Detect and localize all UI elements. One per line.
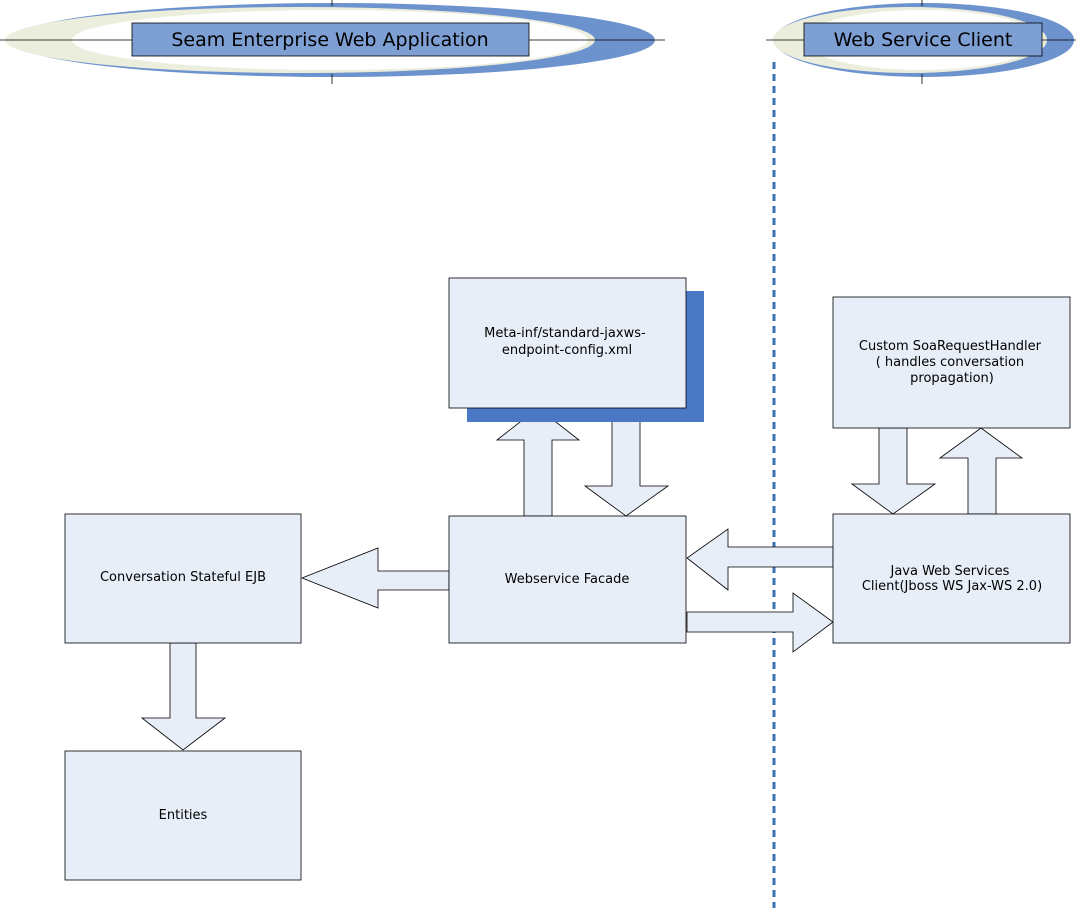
- node-facade-label: Webservice Facade: [505, 572, 630, 587]
- node-client: Java Web Services Client(Jboss WS Jax-WS…: [832, 513, 1071, 644]
- node-ejb-box: [64, 513, 302, 644]
- node-config-line-1: Meta-inf/standard-jaxws-: [484, 326, 646, 341]
- node-entities-label: Entities: [159, 808, 208, 823]
- node-entities-box: [64, 750, 302, 881]
- node-config: Meta-inf/standard-jaxws- endpoint-config…: [448, 277, 704, 422]
- node-handler-line-1: Custom SoaRequestHandler: [859, 339, 1042, 354]
- right-header-title: Web Service Client: [834, 29, 1013, 51]
- node-facade: Webservice Facade: [448, 515, 687, 644]
- arrow-handler-to-client: [850, 427, 937, 515]
- svg-text:Java Web Services Client: Java Web Services Client(Jboss WS Jax-WS…: [862, 564, 1042, 594]
- right-header-title-box: [803, 22, 1043, 57]
- svg-text:Meta-inf/standard-jaxws-: Meta-inf/standard-jaxws- endpoint-config…: [484, 326, 650, 358]
- arrow-client-to-facade: [686, 528, 834, 591]
- node-handler: Custom SoaRequestHandler ( handles conve…: [832, 296, 1071, 429]
- node-entities: Entities: [64, 750, 302, 881]
- node-handler-line-3: propagation): [910, 371, 994, 386]
- arrow-facade-to-config: [495, 407, 581, 517]
- arrow-client-to-handler: [938, 427, 1024, 515]
- node-handler-box: [832, 296, 1071, 429]
- left-header-title-box: [131, 22, 530, 57]
- node-config-line-2: endpoint-config.xml: [502, 343, 632, 358]
- node-client-box: [832, 513, 1071, 644]
- node-facade-box: [448, 515, 687, 644]
- svg-text:Custom SoaRequestHandler: Custom SoaRequestHandler ( handles conve…: [859, 339, 1045, 386]
- arrows: [140, 407, 1024, 751]
- node-handler-line-2: ( handles conversation: [876, 355, 1024, 370]
- arrow-config-to-facade: [583, 407, 670, 517]
- left-header-title: Seam Enterprise Web Application: [171, 29, 488, 51]
- node-client-line-2: Client(Jboss WS Jax-WS 2.0): [862, 579, 1042, 594]
- node-client-line-1: Java Web Services: [889, 564, 1009, 579]
- arrow-ejb-to-entities: [140, 642, 227, 751]
- arrow-facade-to-ejb: [300, 547, 450, 609]
- node-config-box: [448, 277, 687, 409]
- node-ejb: Conversation Stateful EJB: [64, 513, 302, 644]
- right-header: Web Service Client: [766, 0, 1076, 84]
- arrow-facade-to-client: [686, 592, 834, 653]
- node-ejb-label: Conversation Stateful EJB: [100, 570, 266, 585]
- left-header: Seam Enterprise Web Application: [0, 0, 665, 84]
